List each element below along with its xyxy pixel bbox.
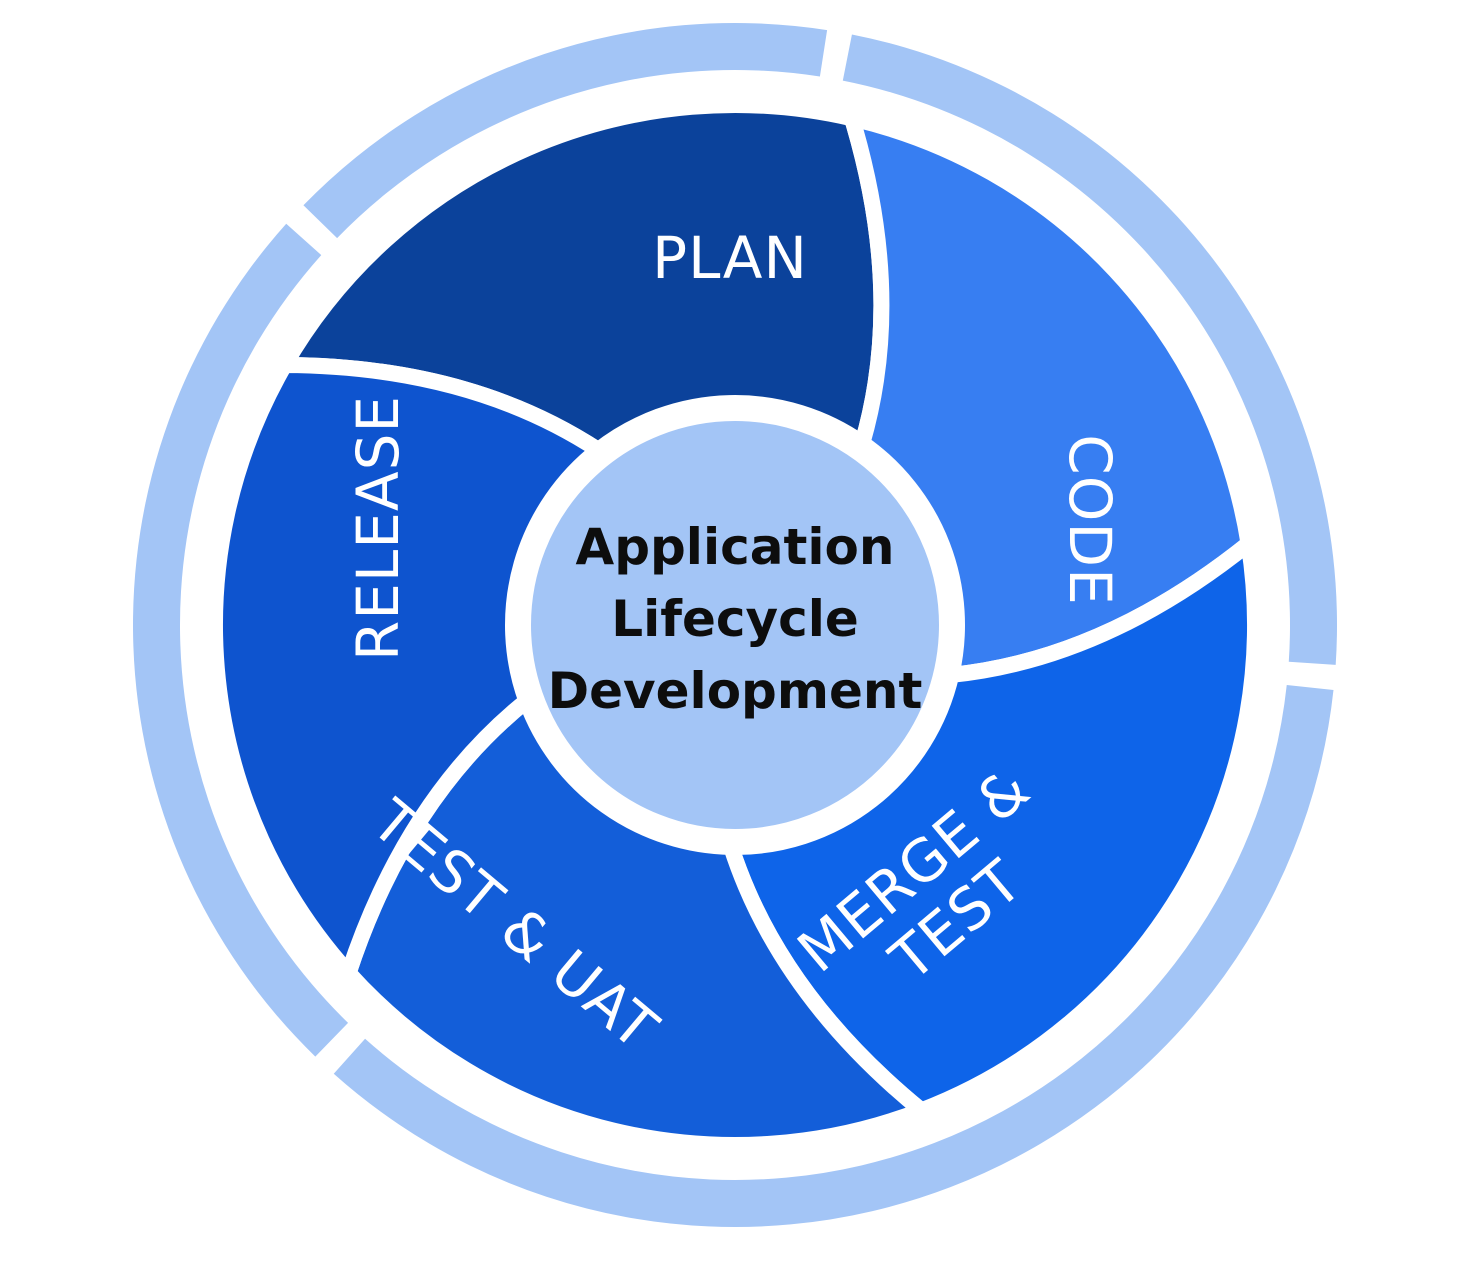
outer-ring-arc bbox=[842, 34, 1338, 665]
segment-label-line: PLAN bbox=[652, 224, 808, 292]
segment-code bbox=[843, 110, 1257, 683]
segment-label-release: RELEASE bbox=[344, 395, 412, 661]
segment-label-code: CODE bbox=[1056, 434, 1124, 605]
segment-label-plan: PLAN bbox=[652, 224, 808, 292]
outer-ring-arc bbox=[333, 684, 1334, 1228]
center-title-line: Lifecycle bbox=[611, 590, 859, 648]
segment-merge-test bbox=[723, 535, 1263, 1119]
center-hub bbox=[519, 409, 951, 841]
segment-test-uat bbox=[340, 692, 930, 1153]
segment-label-line: CODE bbox=[1056, 434, 1124, 605]
center-title-line: Application bbox=[576, 518, 895, 576]
center-title-line: Development bbox=[548, 662, 923, 720]
outer-ring-arc bbox=[133, 223, 349, 1057]
outer-ring-arc bbox=[303, 23, 828, 239]
segment-release bbox=[207, 357, 607, 981]
segment-label-line: RELEASE bbox=[344, 395, 412, 661]
outer-ring bbox=[133, 23, 1338, 1228]
segment-ring bbox=[207, 97, 1263, 1153]
